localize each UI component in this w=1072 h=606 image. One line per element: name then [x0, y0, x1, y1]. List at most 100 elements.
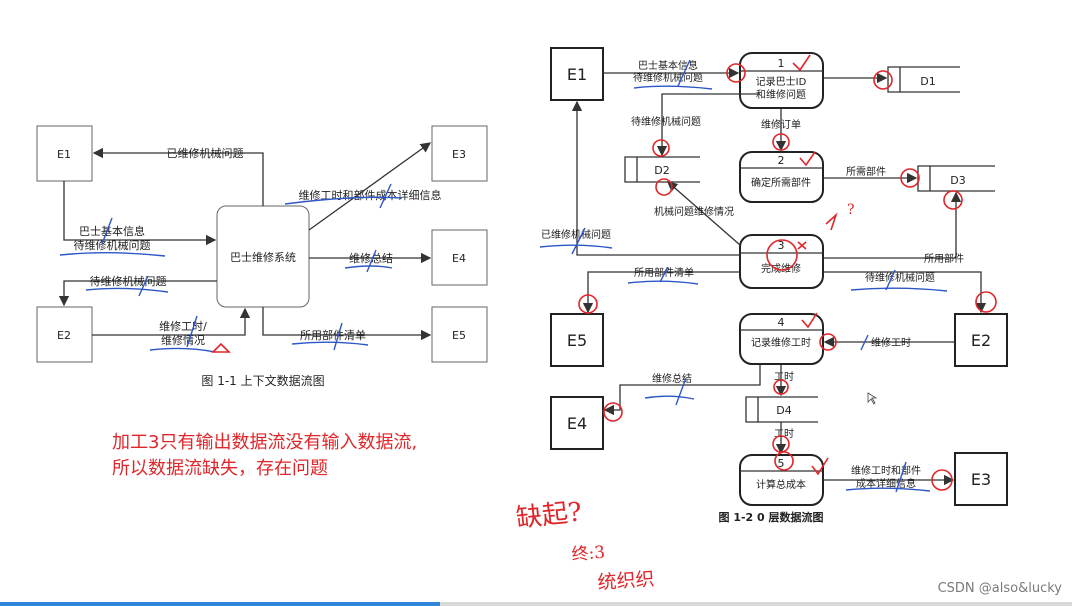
d2-entity-e5	[550, 313, 604, 367]
d2-flow-pending-problem-left-label: 待维修机械问题	[631, 115, 701, 128]
d1-flow-reported-problem-label: 已维修机械问题	[167, 146, 244, 160]
d1-flow-basic-info-label: 巴士基本信息	[79, 224, 145, 238]
d2-store-d2-label: D2	[654, 164, 669, 177]
mouse-cursor-icon	[867, 392, 878, 405]
d2-entity-e1	[550, 47, 604, 101]
d1-flow-parts-list	[262, 307, 432, 341]
d2-flow-repaired-problem-label: 已维修机械问题	[541, 228, 611, 241]
d2-flow-summary	[603, 364, 761, 416]
d1-system-label: 巴士维修系统	[230, 250, 296, 264]
d2-process-1: 1 记录巴士ID 和维修问题	[739, 52, 824, 109]
d2-flow-used-parts-label: 所用部件	[924, 252, 964, 265]
d2-flow-basic-info-label: 巴士基本信息	[638, 59, 698, 72]
d2-flow-cost-detail-label-1: 维修工时和部件	[851, 464, 921, 477]
csdn-watermark: CSDN @also&lucky	[937, 581, 1062, 596]
d2-entity-e3-label: E3	[971, 470, 991, 489]
d1-blue-underlines	[59, 196, 403, 353]
d2-red-question-mark: ?	[847, 202, 855, 218]
d1-caption: 图 1-1 上下文数据流图	[201, 373, 324, 388]
d2-store-d1	[887, 66, 960, 93]
d2-flow-repaired-problem	[571, 100, 740, 256]
d2-flow-problem-status-label: 机械问题维修情况	[654, 205, 734, 218]
d1-entity-e4-label: E4	[452, 252, 466, 265]
d2-process-5: 5 计算总成本	[739, 454, 824, 506]
handwritten-note-3: 统织织	[597, 568, 655, 594]
d2-flow-repair-order-label: 维修订单	[761, 118, 801, 131]
d1-flow-cost-detail	[308, 142, 432, 231]
d2-store-d4-label: D4	[776, 404, 791, 417]
d1-red-triangle	[211, 342, 231, 353]
d2-store-d2	[624, 156, 700, 183]
d1-flow-pending-problem-2	[58, 280, 217, 307]
d2-flow-cost-detail-label-2: 成本详细信息	[856, 477, 916, 490]
d2-store-d3-label: D3	[950, 174, 965, 187]
d2-flow-labor-hours-label: 维修工时	[871, 336, 911, 349]
d2-store-d4	[745, 396, 818, 423]
d1-flow-basic-info	[63, 181, 217, 246]
d1-entity-e1-label: E1	[57, 148, 71, 161]
d2-flow-pending-problem-left	[656, 93, 760, 157]
d2-flow-pending-problem-e2	[823, 271, 987, 314]
d1-entity-e3-label: E3	[452, 148, 466, 161]
handwritten-notes: 缺起? 终:3 统织织	[515, 497, 656, 594]
red-explanation-note: 加工3只有输出数据流没有输入数据流, 所以数据流缺失，存在问题	[112, 430, 417, 482]
d2-flow-used-parts	[823, 191, 962, 259]
d2-flow-summary-label: 维修总结	[652, 372, 692, 385]
note-line-1: 加工3只有输出数据流没有输入数据流,	[112, 432, 418, 453]
d1-entity-e3	[431, 125, 488, 182]
d1-flow-pending-problem-2-label: 待维修机械问题	[90, 274, 167, 288]
d2-process-2-number: 2	[778, 154, 785, 167]
d2-entity-e5-label: E5	[567, 331, 587, 350]
d2-flow-needed-parts-label: 所需部件	[846, 165, 886, 178]
d2-caption: 图 1-2 0 层数据流图	[718, 510, 823, 524]
context-diagram: E1 E2 E3 E4 E5 巴士维修系统 已维修机械问题 巴士基本信息 待维修…	[36, 125, 488, 388]
d2-red-annotations: ?	[578, 54, 997, 491]
d1-flow-labor-hours-label: 维修工时/	[159, 319, 207, 333]
d1-flow-labor-hours	[92, 307, 251, 336]
d2-flow-pending-problem-label: 待维修机械问题	[633, 71, 703, 84]
d2-process-4-number: 4	[778, 316, 785, 329]
d2-process-4-label: 记录维修工时	[751, 336, 811, 349]
d2-process-5-number: 5	[778, 457, 785, 470]
d1-flow-reported-problem	[92, 147, 264, 206]
d1-flow-parts-list-label: 所用部件清单	[300, 328, 366, 342]
d2-flow-used-parts-list	[582, 271, 740, 314]
d1-flow-summary-label: 维修总结	[349, 251, 393, 265]
d2-process-4: 4 记录维修工时	[739, 313, 824, 365]
d2-flow-hours-2-label: 工时	[774, 428, 794, 440]
d1-entity-e5-label: E5	[452, 329, 466, 342]
d1-entity-e2	[36, 306, 93, 363]
d2-blue-strikes	[571, 59, 907, 493]
d1-flow-repair-status-label: 维修情况	[161, 333, 205, 347]
d2-process-5-label: 计算总成本	[756, 478, 806, 491]
d2-entity-e2-label: E2	[971, 331, 991, 350]
d2-entity-e3	[954, 452, 1008, 506]
handwritten-note-1: 缺起?	[515, 497, 584, 534]
handwritten-note-2: 终:3	[571, 543, 606, 565]
d2-process-1-label: 记录巴士ID	[756, 75, 807, 88]
d1-entity-e1	[36, 125, 93, 182]
d1-entity-e4	[431, 229, 488, 286]
video-progress-track[interactable]	[0, 602, 1072, 606]
d2-store-d1-label: D1	[920, 75, 935, 88]
d2-process-3: 3 完成维修	[739, 234, 824, 289]
d1-entity-e2-label: E2	[57, 329, 71, 342]
d1-entity-e5	[431, 306, 488, 363]
d1-blue-strikes	[101, 183, 392, 351]
d2-flow-problem-status	[667, 181, 741, 246]
d2-flow-used-parts-list-label: 所用部件清单	[634, 266, 694, 279]
d2-process-1-label-2: 和维修问题	[756, 88, 806, 101]
d2-entity-e1-label: E1	[567, 65, 587, 84]
d2-entity-e2	[954, 313, 1008, 367]
d2-flow-pending-problem-e2-label: 待维修机械问题	[865, 271, 935, 284]
d2-process-1-number: 1	[778, 57, 785, 70]
d1-flow-pending-problem-label: 待维修机械问题	[74, 238, 151, 252]
d2-process-2: 2 确定所需部件	[739, 151, 824, 203]
level0-diagram: E1 E5 E4 E2 E3 1 记录巴士ID 和维修问题 2 确定所需部件 3…	[539, 47, 1008, 524]
d2-process-2-label: 确定所需部件	[751, 176, 811, 189]
d2-process-3-number: 3	[778, 239, 785, 252]
video-progress-fill[interactable]	[0, 602, 440, 606]
d2-entity-e4-label: E4	[567, 414, 587, 433]
d2-entity-e4	[550, 396, 604, 450]
